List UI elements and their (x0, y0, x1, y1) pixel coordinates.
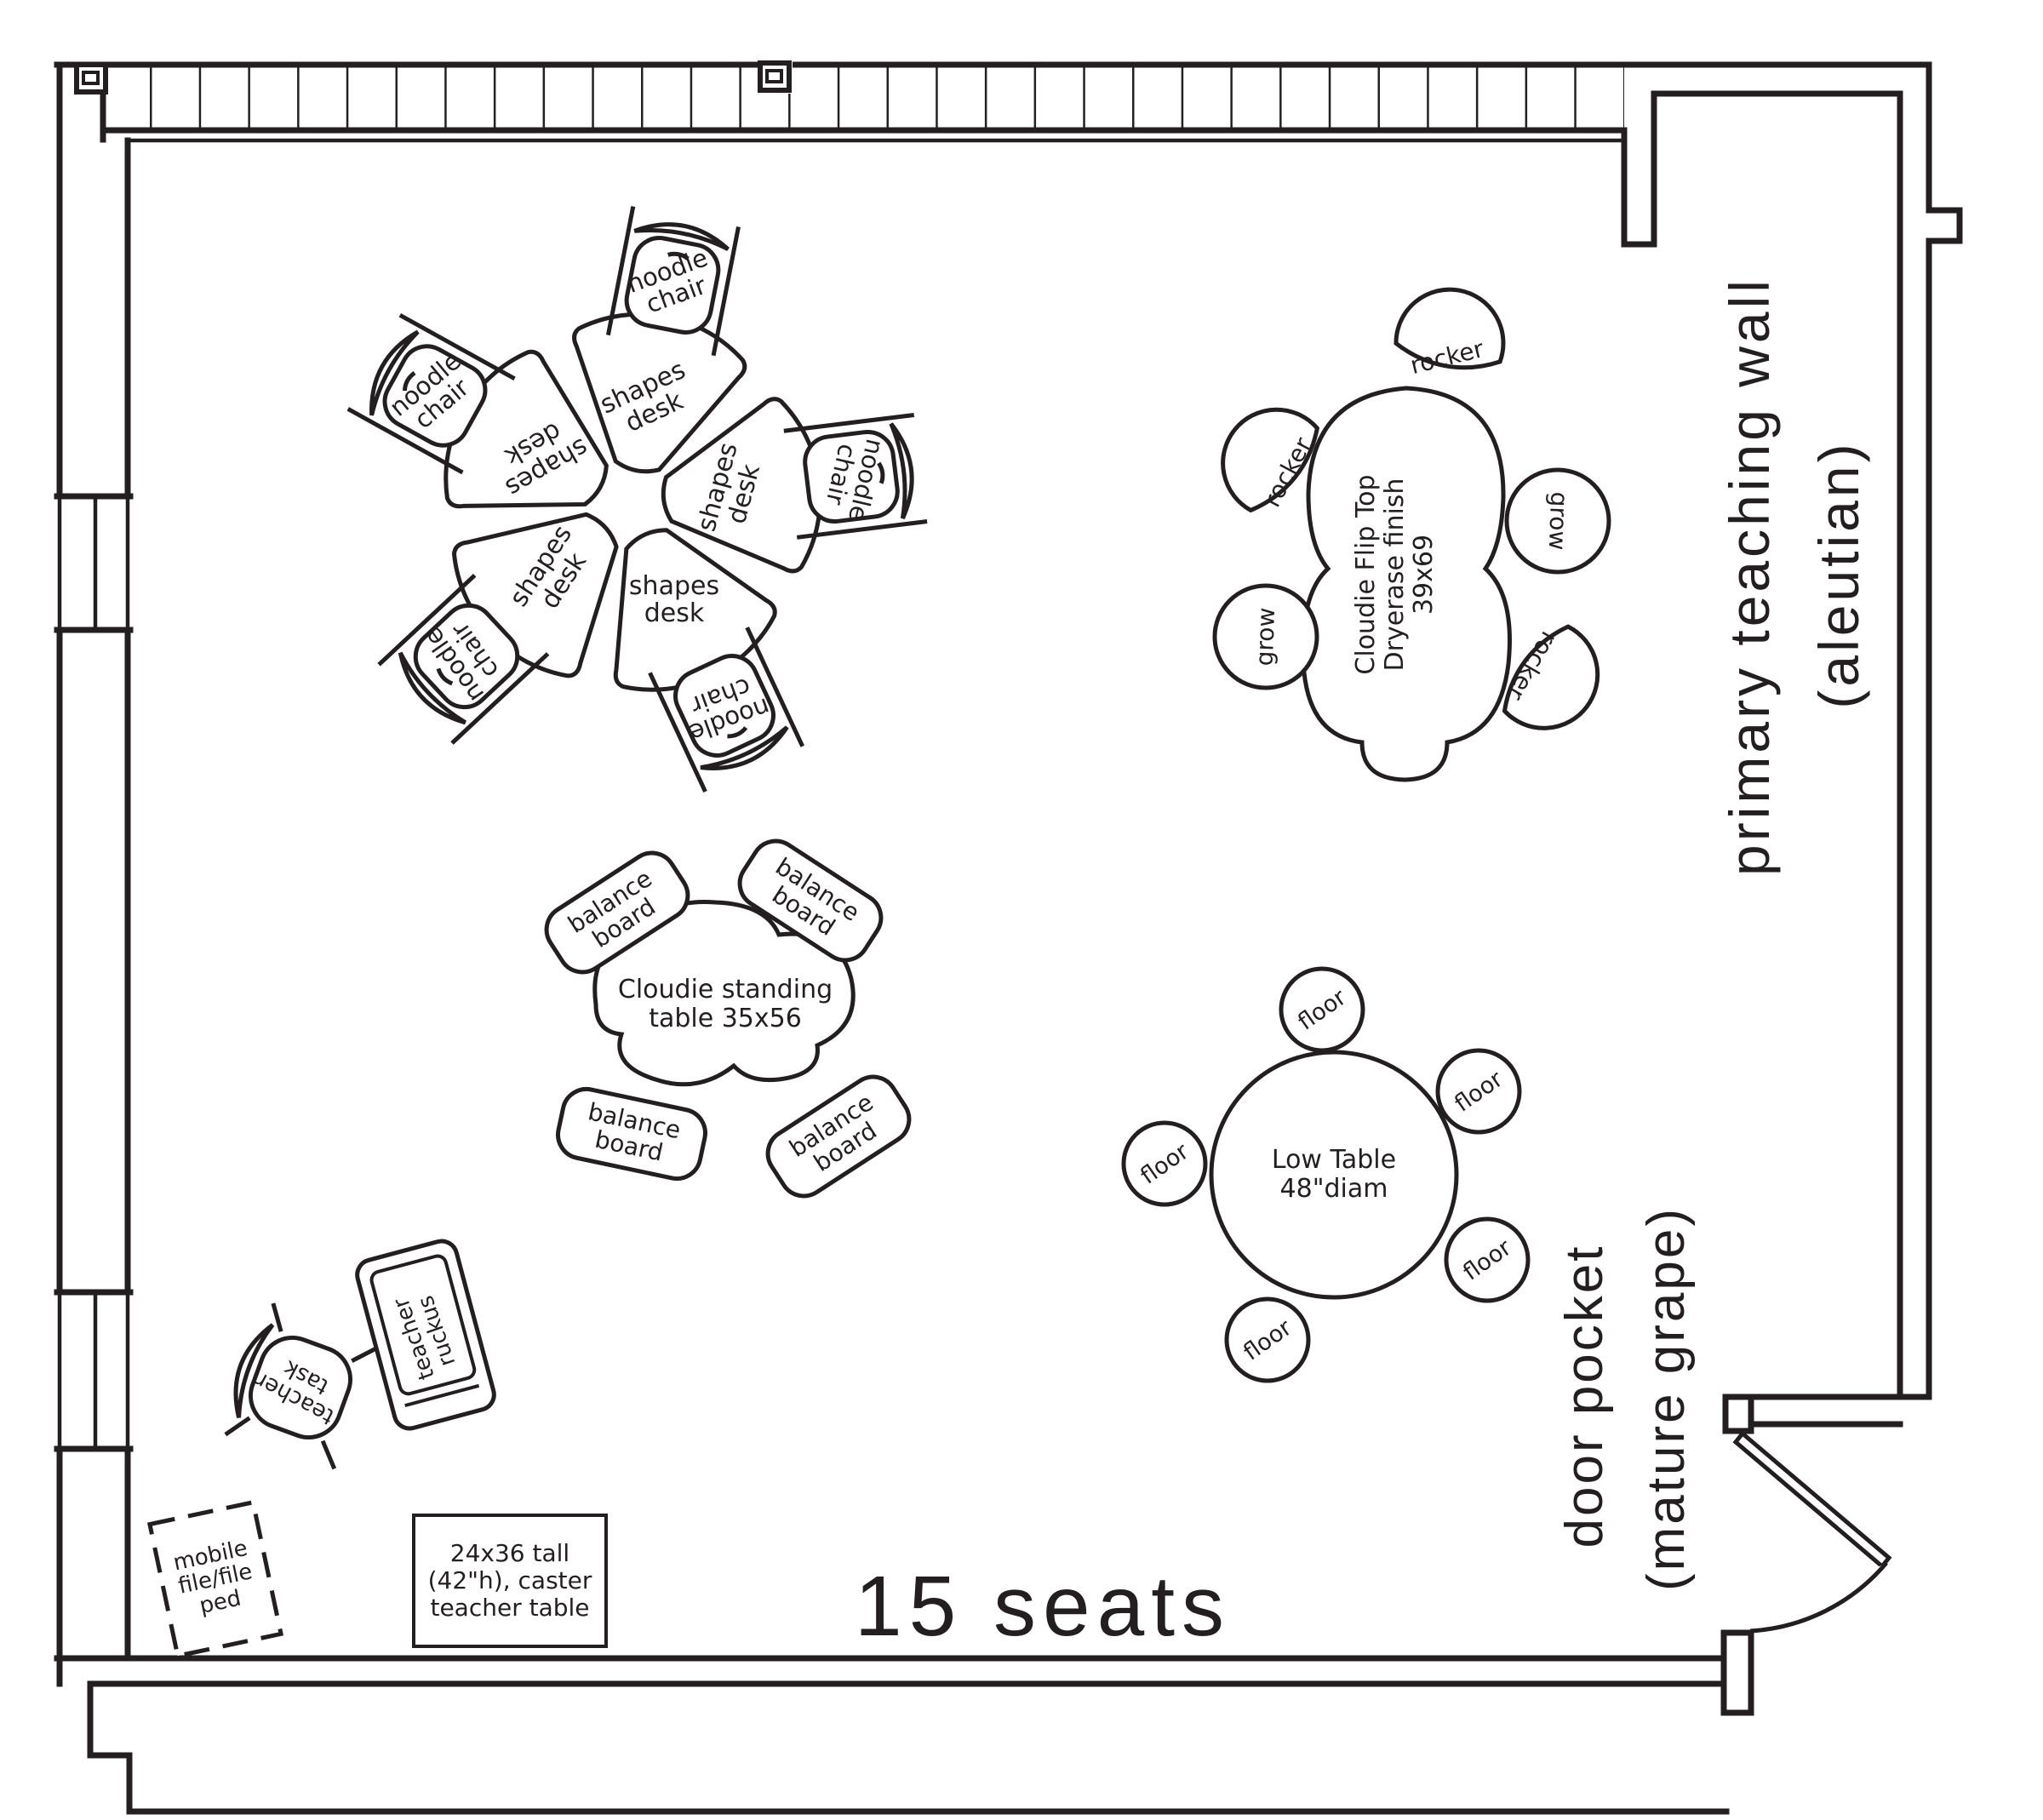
teacher-table-note: 24x36 tall (42"h), caster teacher table (412, 1514, 608, 1648)
note-line: (42"h), caster (428, 1566, 592, 1594)
teaching-wall-label: primary teaching wall (1718, 277, 1781, 876)
seat-label: grow (1250, 607, 1280, 667)
table-label: Cloudie Flip Top (1351, 474, 1381, 674)
desk-label: desk (644, 598, 705, 628)
right-wall-outer (1926, 61, 1963, 1400)
door-jamb (1720, 1629, 1754, 1716)
window-band-mullions (103, 67, 1624, 128)
table-label: Low Table (1272, 1145, 1396, 1175)
table-label: table 35x56 (649, 1004, 802, 1033)
seat-label: grow (1543, 491, 1573, 551)
teacher-area: teacher task teacher ruckus mobile file/… (146, 1239, 608, 1659)
table-label: 39x69 (1409, 535, 1439, 615)
door-finish-label: (mature grape) (1637, 1206, 1696, 1591)
door-pocket-opening (1720, 1394, 1932, 1716)
table-label: 48"diam (1280, 1174, 1388, 1204)
note-line: 24x36 tall (450, 1539, 569, 1567)
room-walls (54, 60, 1963, 1815)
door-swing-arc (1749, 1561, 1888, 1634)
desk-label: shapes (629, 571, 719, 601)
cloudie-flip-top-table (1301, 386, 1512, 782)
door-leaf (1732, 1430, 1892, 1570)
cloudie-flip-top-table-group: Cloudie Flip Top Dryerase finish 39x69 r… (1201, 281, 1619, 782)
table-label: Dryerase finish (1380, 478, 1410, 672)
bottom-wall-step (87, 1680, 1730, 1815)
seat-count-label: 15 seats (855, 1559, 1231, 1654)
teaching-wall-finish-label: (aleutian) (1807, 440, 1870, 708)
note-line: teacher table (430, 1594, 589, 1622)
table-label: Cloudie standing (618, 975, 833, 1004)
wall-pier (1621, 90, 1903, 248)
mobile-file-pedestal: mobile file/file ped (146, 1499, 284, 1659)
low-table (1209, 1050, 1459, 1300)
window-upper-left (54, 493, 134, 633)
cloudie-standing-table-group: Cloudie standing table 35x56 balanceboar… (537, 832, 918, 1205)
door-pocket-label: door pocket (1555, 1245, 1614, 1548)
column-symbol (74, 62, 108, 94)
window-lower-left (54, 1289, 134, 1452)
column-symbol (758, 60, 793, 94)
teacher-ruckus-desk (355, 1239, 496, 1431)
low-table-group: Low Table 48"diam floor floor floor floo… (1124, 969, 1528, 1381)
